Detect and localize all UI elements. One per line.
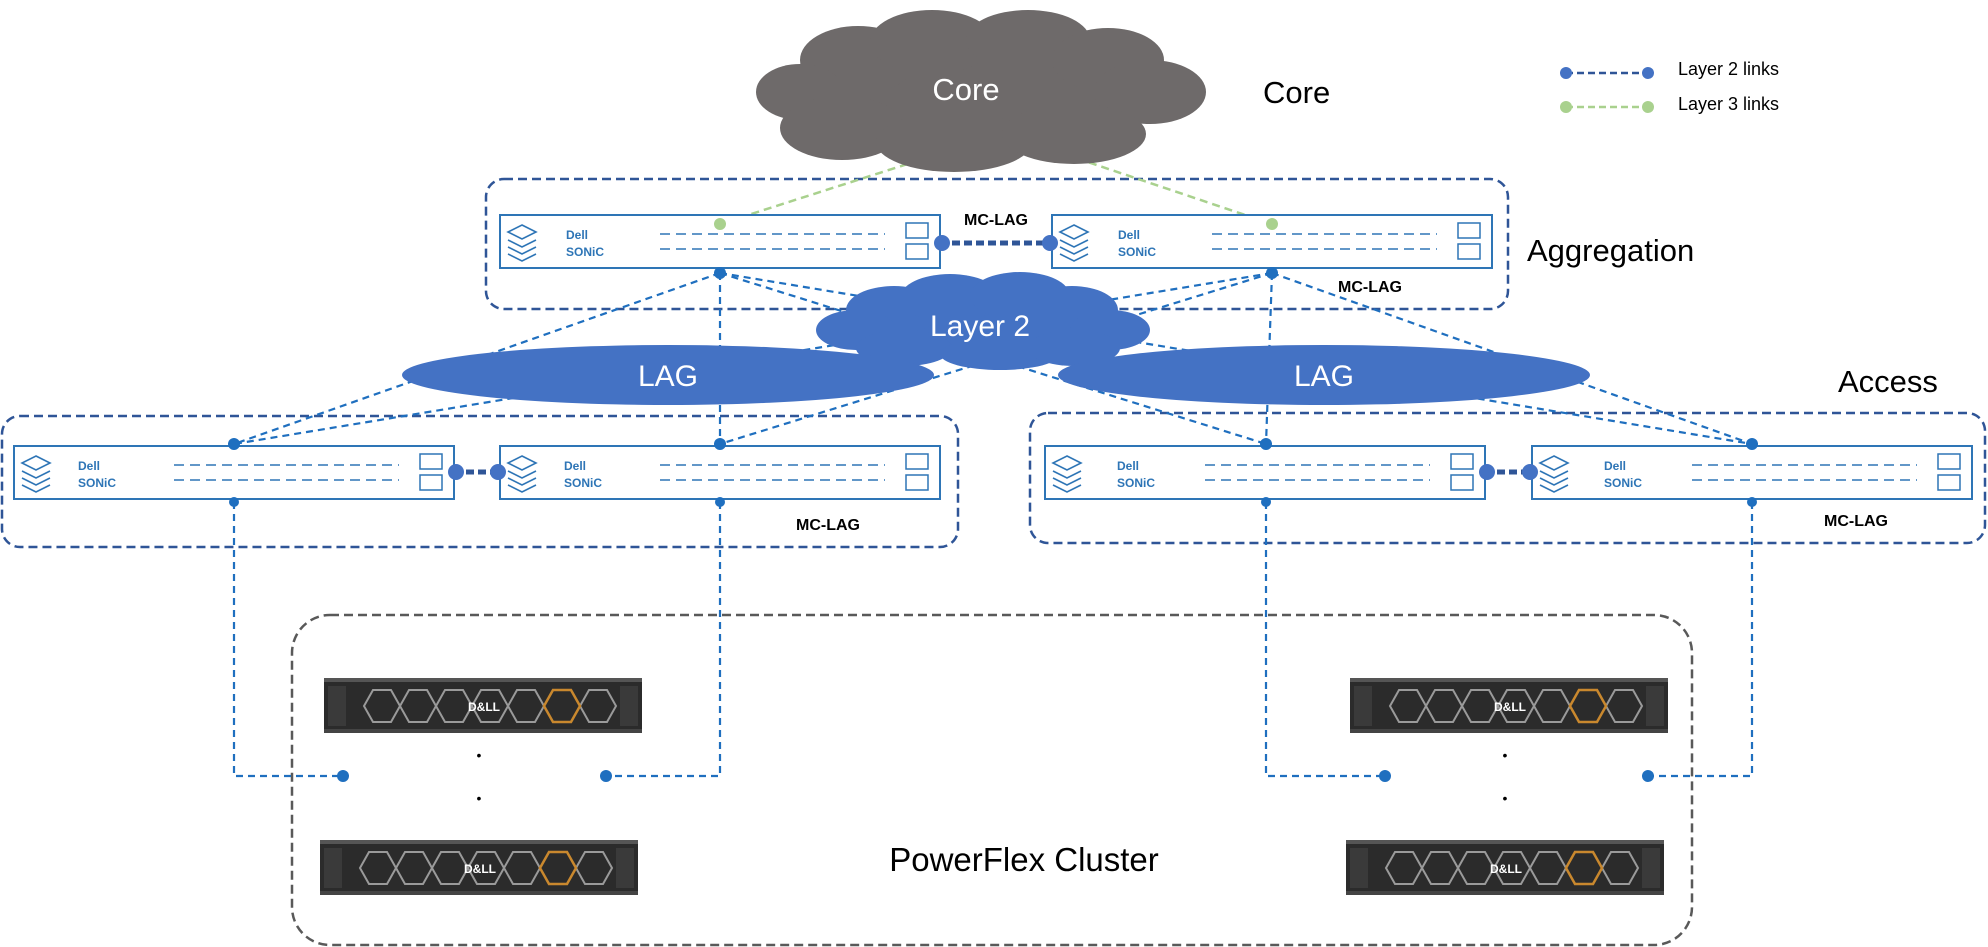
server-link — [1264, 502, 1385, 778]
lag-ellipse-right — [1058, 345, 1590, 405]
legend-layer2-label: Layer 2 links — [1678, 59, 1779, 79]
server-ellipsis-right-1: • — [1503, 747, 1508, 763]
access-switch-1: Dell SONiC — [13, 445, 455, 500]
access-box-left — [0, 414, 960, 549]
mclag-label-aggregation: MC-LAG — [1338, 279, 1402, 296]
switch-brand: Dell — [1117, 459, 1139, 473]
cluster-label: PowerFlex Cluster — [889, 841, 1159, 878]
switch-os: SONiC — [78, 476, 116, 490]
lag-label-left: LAG — [638, 360, 698, 393]
switch-os: SONiC — [564, 476, 602, 490]
tier-label-access: Access — [1838, 364, 1938, 399]
server-right-top: D&LL — [1348, 676, 1670, 735]
mclag-label-aggregation-top: MC-LAG — [964, 212, 1028, 229]
switch-os: SONiC — [1604, 476, 1642, 490]
tier-label-aggregation: Aggregation — [1527, 233, 1694, 268]
switch-brand: Dell — [566, 228, 588, 242]
switch-brand: Dell — [1604, 459, 1626, 473]
server-link — [232, 502, 343, 778]
server-left-top: D&LL — [322, 676, 644, 735]
switch-brand: Dell — [564, 459, 586, 473]
aggregation-switch-left: Dell SONiC — [499, 214, 941, 269]
layer3-links — [719, 148, 1273, 226]
server-ellipsis-right-2: • — [1503, 790, 1508, 806]
server-brand: D&LL — [1494, 700, 1526, 714]
tier-label-core: Core — [1263, 75, 1330, 110]
layer3-link-dots — [714, 218, 1278, 230]
legend: Layer 2 links Layer 3 links — [1560, 59, 1779, 114]
lag-label-right: LAG — [1294, 360, 1354, 393]
layer2-link-dots — [228, 267, 1758, 782]
switch-os: SONiC — [566, 245, 604, 259]
server-brand: D&LL — [464, 862, 496, 876]
mclag-peer-dots — [448, 235, 1538, 480]
core-cloud — [756, 10, 1206, 172]
server-link — [606, 502, 722, 778]
switch-os: SONiC — [1117, 476, 1155, 490]
switch-brand: Dell — [1118, 228, 1140, 242]
server-right-bottom: D&LL — [1344, 838, 1666, 897]
layer2-cloud-label: Layer 2 — [930, 310, 1030, 343]
legend-layer3-label: Layer 3 links — [1678, 94, 1779, 114]
aggregation-switch-right: Dell SONiC — [1051, 214, 1493, 269]
server-ellipsis-left-1: • — [477, 747, 482, 763]
server-brand: D&LL — [1490, 862, 1522, 876]
access-switch-2: Dell SONiC — [499, 445, 941, 500]
lag-ellipse-left — [402, 345, 934, 405]
access-switch-4: Dell SONiC — [1531, 445, 1973, 500]
switch-brand: Dell — [78, 459, 100, 473]
layer3-link — [719, 158, 921, 226]
mclag-label-access-right: MC-LAG — [1824, 513, 1888, 530]
core-cloud-label: Core — [932, 72, 999, 107]
cluster-box — [290, 613, 1694, 947]
server-left-bottom: D&LL — [318, 838, 640, 897]
access-switch-3: Dell SONiC — [1044, 445, 1486, 500]
switch-os: SONiC — [1118, 245, 1156, 259]
server-brand: D&LL — [468, 700, 500, 714]
access-box-right — [1028, 411, 1987, 545]
server-ellipsis-left-2: • — [477, 790, 482, 806]
server-links — [232, 502, 1754, 778]
mclag-label-access-left: MC-LAG — [796, 517, 860, 534]
layer2-link — [233, 271, 1273, 446]
